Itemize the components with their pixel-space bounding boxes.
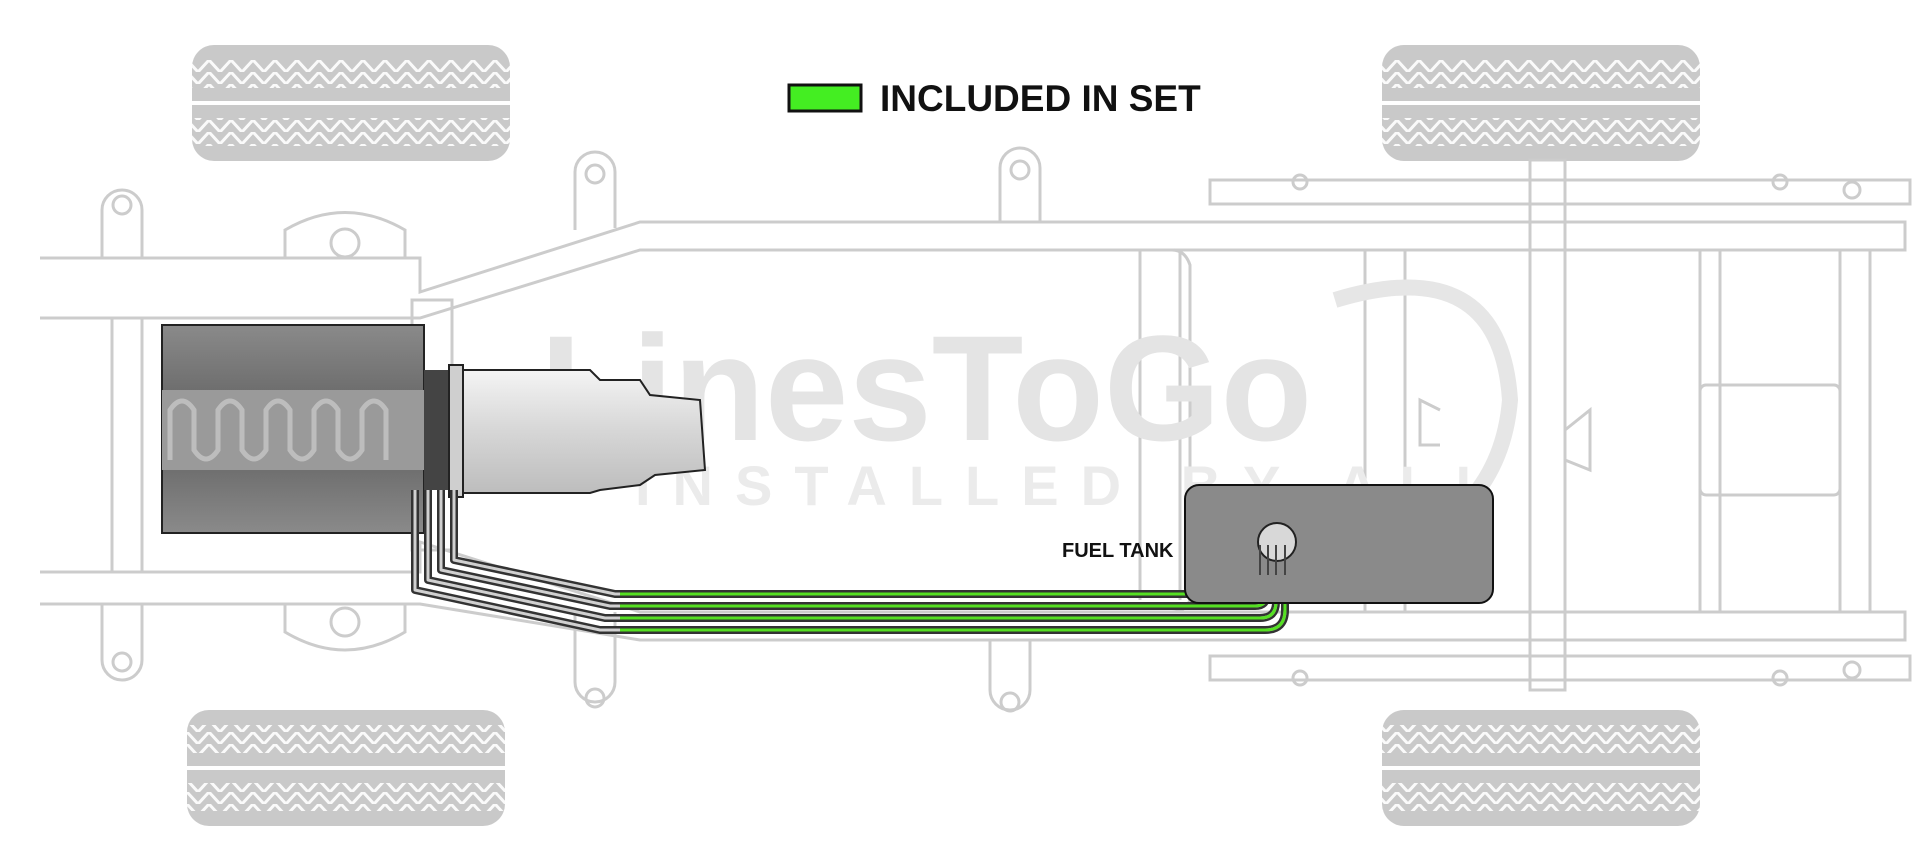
legend: INCLUDED IN SET <box>787 78 1201 119</box>
included-line-1 <box>620 545 1287 632</box>
rear-left-tire <box>1382 45 1700 161</box>
front-left-tire <box>192 45 510 161</box>
legend-label: INCLUDED IN SET <box>880 78 1201 119</box>
legend-swatch <box>787 83 863 113</box>
fuel-tank <box>1184 484 1494 604</box>
fuel-tank-label: FUEL TANK <box>1062 540 1174 562</box>
chassis-frame <box>40 146 1912 713</box>
front-right-tire <box>187 710 505 826</box>
transmission <box>448 364 707 498</box>
rear-right-tire <box>1382 710 1700 826</box>
engine <box>161 324 449 534</box>
